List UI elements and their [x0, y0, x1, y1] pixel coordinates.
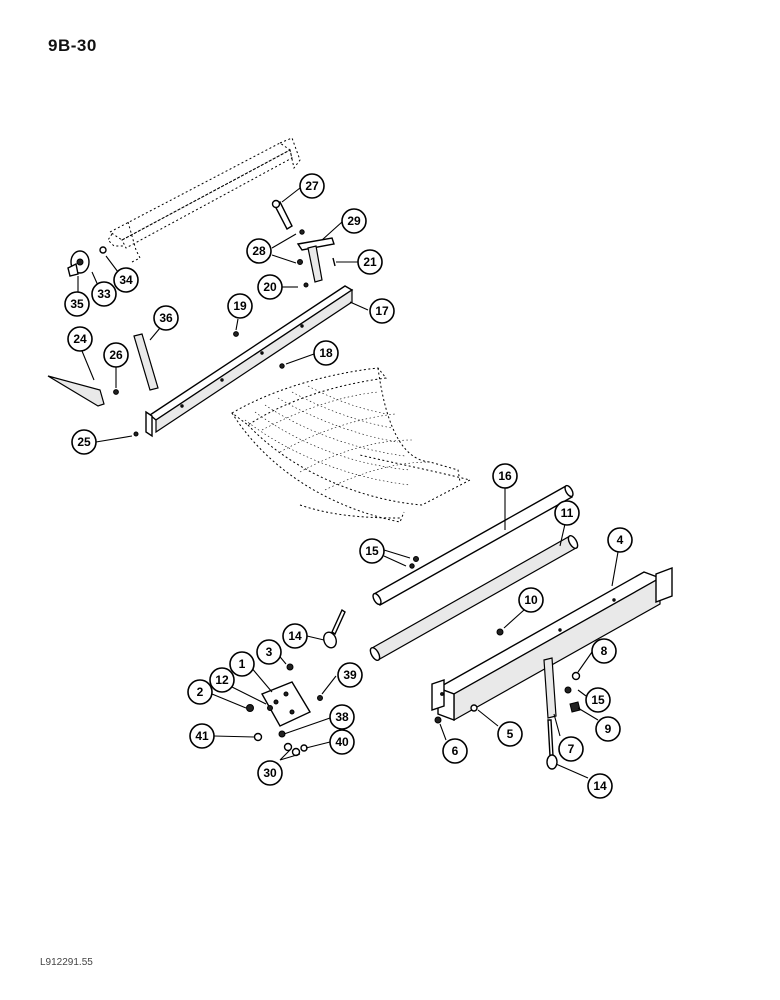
callout-label: 40	[335, 735, 349, 749]
callout-label: 14	[288, 629, 302, 643]
callout-bubble-icon: 21	[357, 249, 383, 275]
plate-hardware	[246, 556, 581, 757]
callout-bubble-icon: 18	[313, 340, 339, 366]
callout-bubble-icon: 24	[67, 326, 93, 352]
callout-bubble-icon: 40	[329, 729, 355, 755]
callout-label: 20	[263, 280, 277, 294]
callout-bubble-icon: 25	[71, 429, 97, 455]
callout-bubble-icon: 34	[113, 267, 139, 293]
callout-label: 38	[335, 710, 349, 724]
drawing-id: L912291.55	[40, 957, 93, 968]
callout-bubble-icon: 4	[607, 527, 633, 553]
callout-bubble-icon: 41	[189, 723, 215, 749]
callout-label: 26	[109, 348, 123, 362]
callout-bubble-icon: 10	[518, 587, 544, 613]
callout-bubble-icon: 3	[256, 639, 282, 665]
callout-label: 8	[601, 644, 608, 658]
callout-label: 16	[498, 469, 512, 483]
callout-bubble-icon: 7	[558, 736, 584, 762]
callout-bubble-icon: 33	[91, 281, 117, 307]
callout-label: 6	[452, 744, 459, 758]
eyebolt-lower	[546, 719, 558, 770]
callout-bubble-icon: 12	[209, 667, 235, 693]
callout-bubble-icon: 29	[341, 208, 367, 234]
angle-bar-part	[145, 285, 354, 438]
brace-part	[133, 333, 159, 391]
callout-label: 41	[195, 729, 209, 743]
callout-label: 36	[159, 311, 173, 325]
beam-4	[431, 566, 673, 722]
tube-16	[372, 484, 574, 606]
hanger-7	[543, 657, 557, 719]
callout-label: 7	[568, 742, 575, 756]
callout-label: 12	[215, 673, 229, 687]
callout-label: 18	[319, 346, 333, 360]
wedge-part	[47, 375, 105, 407]
callout-label: 34	[119, 273, 133, 287]
callout-label: 28	[252, 244, 266, 258]
callout-bubble-icon: 6	[442, 738, 468, 764]
callout-bubble-icon: 38	[329, 704, 355, 730]
callout-label: 29	[347, 214, 361, 228]
callout-bubble-icon: 35	[64, 291, 90, 317]
callout-bubble-icon: 16	[492, 463, 518, 489]
phantom-upper-beam	[107, 137, 301, 263]
callout-label: 10	[524, 593, 538, 607]
callout-bubble-icon: 14	[587, 773, 613, 799]
leader-lines	[77, 187, 619, 779]
callout-bubble-icon: 28	[246, 238, 272, 264]
callout-bubble-icon: 1	[229, 651, 255, 677]
callout-label: 19	[233, 299, 247, 313]
callout-bubble-icon: 20	[257, 274, 283, 300]
callout-label: 27	[305, 179, 319, 193]
callout-label: 35	[70, 297, 84, 311]
callout-label: 17	[375, 304, 389, 318]
callout-label: 11	[561, 506, 574, 520]
callout-label: 25	[77, 435, 91, 449]
callouts: 27 29 28 21 34 33 35 20 19 17 36 24 26 1…	[64, 173, 633, 799]
callout-bubble-icon: 11	[554, 500, 580, 526]
callout-bubble-icon: 26	[103, 342, 129, 368]
callout-label: 33	[97, 287, 111, 301]
callout-bubble-icon: 39	[337, 662, 363, 688]
callout-label: 14	[593, 779, 607, 793]
callout-bubble-icon: 15	[359, 538, 385, 564]
callout-bubble-icon: 17	[369, 298, 395, 324]
bearing-hardware	[67, 229, 336, 437]
callout-label: 3	[266, 645, 273, 659]
eyebolt-upper	[323, 608, 346, 649]
callout-label: 24	[73, 332, 87, 346]
callout-bubble-icon: 14	[282, 623, 308, 649]
callout-bubble-icon: 8	[591, 638, 617, 664]
tube-11	[369, 534, 579, 662]
callout-label: 1	[239, 657, 246, 671]
page-number: 9B-30	[48, 36, 97, 55]
callout-bubble-icon: 2	[187, 679, 213, 705]
bracket-part	[271, 199, 335, 283]
callout-label: 30	[263, 766, 277, 780]
callout-label: 4	[617, 533, 624, 547]
callout-label: 21	[363, 255, 377, 269]
callout-bubble-icon: 27	[299, 173, 325, 199]
callout-label: 39	[343, 668, 357, 682]
callout-bubble-icon: 15	[585, 687, 611, 713]
callout-bubble-icon: 5	[497, 721, 523, 747]
callout-label: 9	[605, 722, 612, 736]
callout-label: 15	[365, 544, 379, 558]
callout-bubble-icon: 19	[227, 293, 253, 319]
callout-label: 15	[591, 693, 605, 707]
callout-bubble-icon: 36	[153, 305, 179, 331]
callout-label: 2	[197, 685, 204, 699]
phantom-concave	[231, 367, 472, 523]
callout-bubble-icon: 30	[257, 760, 283, 786]
callout-label: 5	[507, 727, 514, 741]
callout-bubble-icon: 9	[595, 716, 621, 742]
plate-1	[260, 681, 311, 727]
